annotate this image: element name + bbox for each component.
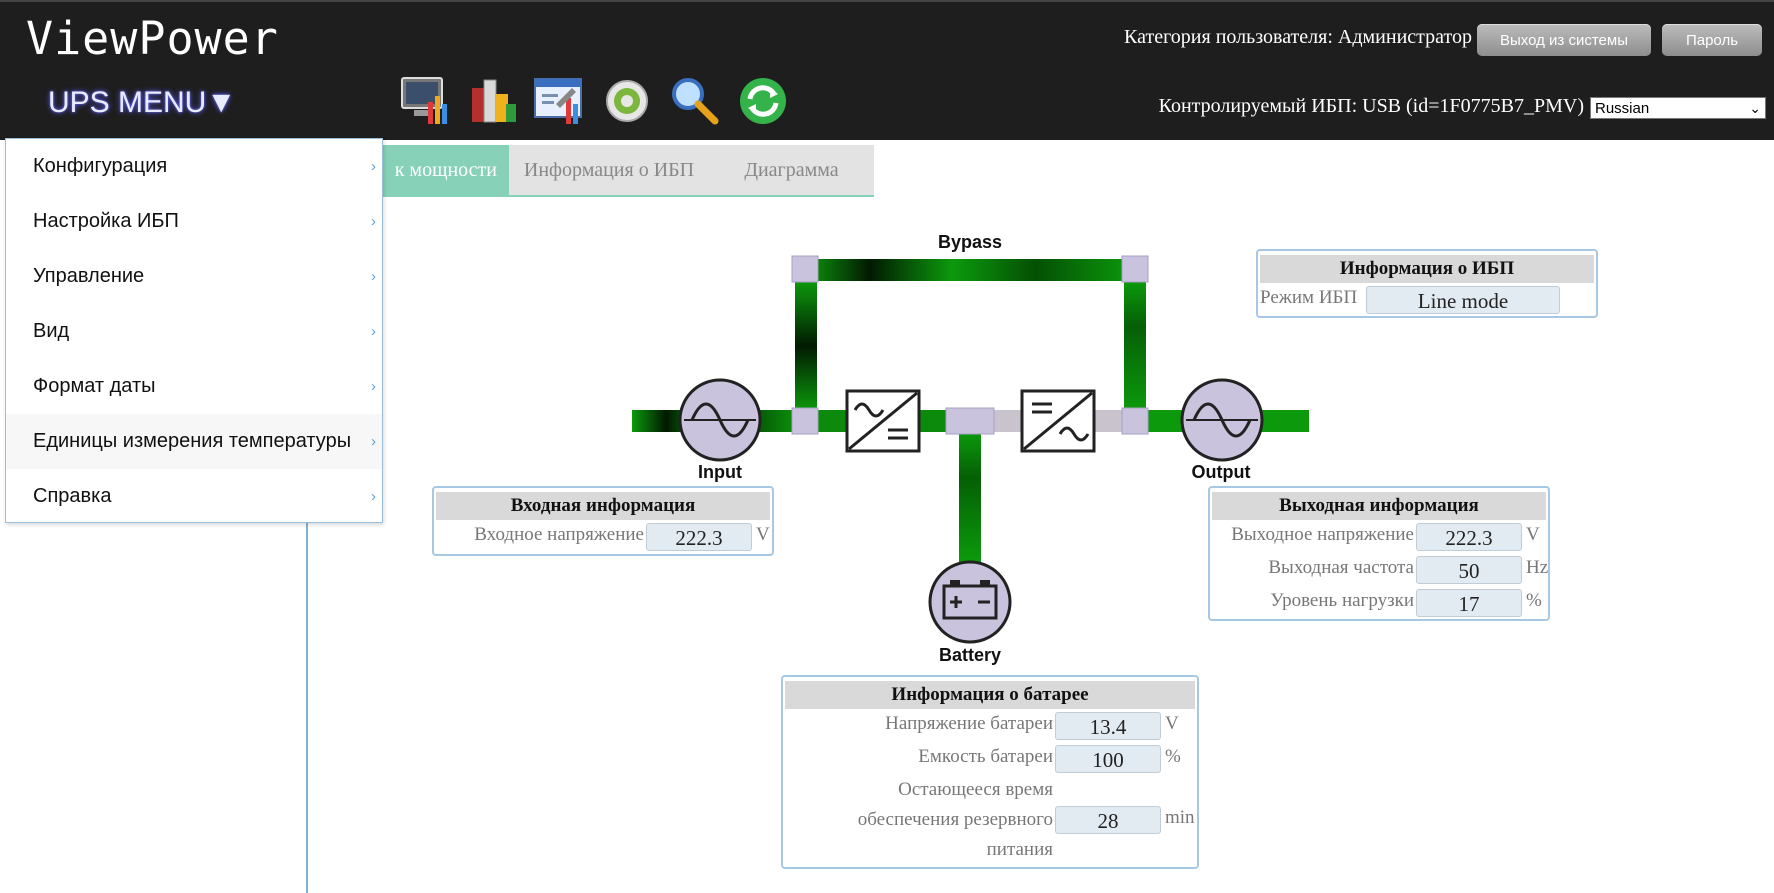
battery-capacity-value: 100 — [1055, 745, 1161, 773]
tab-diagram[interactable]: Диаграмма — [709, 145, 874, 195]
load-level-value: 17 — [1416, 589, 1522, 617]
output-info-title: Выходная информация — [1212, 492, 1546, 520]
main-line-mid — [817, 410, 957, 432]
input-sine-icon — [678, 378, 762, 462]
monitored-ups-label: Контролируемый ИБП: USB (id=1F0775B7_PMV… — [1158, 95, 1584, 117]
runtime-label-line-1: Остающееся время — [898, 779, 1053, 800]
bar-chart-icon[interactable] — [466, 74, 520, 128]
monitor-chart-icon[interactable] — [398, 74, 452, 128]
battery-voltage-unit: V — [1165, 713, 1179, 734]
ups-menu-dropdown: Конфигурация › Настройка ИБП › Управлени… — [5, 138, 383, 523]
chevron-right-icon: › — [371, 433, 376, 450]
input-voltage-label: Входное напряжение — [474, 524, 644, 545]
menu-item-label: Формат даты — [33, 375, 156, 397]
battery-voltage-value: 13.4 — [1055, 712, 1161, 740]
load-level-label: Уровень нагрузки — [1270, 590, 1414, 611]
ups-menu-button[interactable]: UPS MENU▼ — [48, 86, 237, 119]
battery-label: Battery — [938, 645, 1002, 665]
gear-icon[interactable] — [600, 74, 654, 128]
main-line-input — [632, 410, 802, 432]
bypass-label: Bypass — [937, 232, 1003, 252]
menu-item-label: Настройка ИБП — [33, 210, 179, 232]
chevron-right-icon: › — [371, 213, 376, 230]
ups-info-box: Информация о ИБП Режим ИБП Line mode — [1256, 249, 1598, 318]
battery-line — [959, 432, 981, 562]
runtime-unit: min — [1165, 807, 1195, 828]
magnifier-icon[interactable] — [667, 74, 721, 128]
menu-item-label: Конфигурация — [33, 155, 168, 177]
tab-ups-info[interactable]: Информация о ИБП — [509, 145, 709, 195]
bypass-left-line — [795, 281, 817, 411]
password-button[interactable]: Пароль — [1662, 24, 1762, 56]
output-label: Output — [1191, 462, 1251, 482]
menu-item-label: Справка — [33, 485, 112, 507]
load-level-unit: % — [1526, 590, 1542, 611]
output-voltage-label: Выходное напряжение — [1231, 524, 1414, 545]
main-node-right — [1121, 407, 1149, 435]
runtime-label-line-2: обеспечения резервного — [857, 809, 1053, 830]
menu-item-label: Единицы измерения температуры — [33, 430, 352, 452]
runtime-label-line-3: питания — [986, 839, 1053, 860]
ups-mode-label: Режим ИБП — [1260, 287, 1358, 308]
input-voltage-unit: V — [756, 524, 770, 545]
output-voltage-value: 222.3 — [1416, 523, 1522, 551]
input-info-box: Входная информация Входное напряжение 22… — [432, 486, 774, 556]
top-header: ViewPower UPS MENU▼ — [0, 0, 1774, 140]
battery-info-title: Информация о батарее — [785, 681, 1195, 709]
language-select-value: Russian — [1595, 99, 1650, 117]
output-freq-unit: Hz — [1526, 557, 1549, 578]
runtime-label: Остающееся время обеспечения резервного … — [783, 775, 1053, 865]
ups-info-title: Информация о ИБП — [1260, 255, 1594, 283]
runtime-value: 28 — [1055, 806, 1161, 834]
tab-power-flow[interactable]: к мощности — [383, 145, 509, 195]
chevron-right-icon: › — [371, 323, 376, 340]
logout-button[interactable]: Выход из системы — [1477, 24, 1651, 56]
app-logo: ViewPower — [26, 12, 279, 65]
battery-info-box: Информация о батарее Напряжение батареи … — [781, 675, 1199, 869]
refresh-icon[interactable] — [736, 74, 790, 128]
settings-window-icon[interactable] — [532, 74, 586, 128]
main-line-output — [1146, 410, 1309, 432]
output-voltage-unit: V — [1526, 524, 1540, 545]
chevron-right-icon: › — [371, 488, 376, 505]
tab-underline — [383, 195, 874, 197]
menu-item-view[interactable]: Вид › — [6, 304, 382, 359]
main-node-left — [791, 407, 819, 435]
output-freq-value: 50 — [1416, 556, 1522, 584]
input-label: Input — [698, 462, 742, 482]
rectifier-icon — [845, 389, 921, 453]
menu-item-control[interactable]: Управление › — [6, 249, 382, 304]
inverter-icon — [1020, 389, 1096, 453]
chevron-right-icon: › — [371, 268, 376, 285]
battery-capacity-label: Емкость батареи — [918, 746, 1053, 767]
menu-item-label: Управление — [33, 265, 145, 287]
chevron-right-icon: › — [371, 378, 376, 395]
menu-item-temperature-units[interactable]: Единицы измерения температуры › — [6, 414, 382, 469]
bypass-node-left — [791, 255, 819, 283]
chevron-down-icon: ⌄ — [1749, 99, 1761, 116]
bypass-line — [804, 259, 1134, 281]
output-sine-icon — [1180, 378, 1264, 462]
user-category: Категория пользователя: Администратор — [1124, 26, 1472, 48]
bypass-right-line — [1124, 281, 1146, 411]
menu-item-help[interactable]: Справка › — [6, 469, 382, 524]
battery-voltage-label: Напряжение батареи — [885, 713, 1053, 734]
menu-item-label: Вид — [33, 320, 70, 342]
output-freq-label: Выходная частота — [1268, 557, 1414, 578]
main-node-mid — [945, 407, 995, 435]
input-voltage-value: 222.3 — [646, 523, 752, 551]
menu-item-configuration[interactable]: Конфигурация › — [6, 139, 382, 194]
output-info-box: Выходная информация Выходное напряжение … — [1208, 486, 1550, 621]
language-select[interactable]: Russian ⌄ — [1590, 97, 1766, 119]
ups-mode-value: Line mode — [1366, 286, 1560, 314]
menu-item-ups-settings[interactable]: Настройка ИБП › — [6, 194, 382, 249]
menu-item-date-format[interactable]: Формат даты › — [6, 359, 382, 414]
battery-capacity-unit: % — [1165, 746, 1181, 767]
bypass-node-right — [1121, 255, 1149, 283]
main-line-inverter — [993, 410, 1123, 432]
battery-icon — [928, 560, 1012, 644]
chevron-right-icon: › — [371, 158, 376, 175]
input-info-title: Входная информация — [436, 492, 770, 520]
